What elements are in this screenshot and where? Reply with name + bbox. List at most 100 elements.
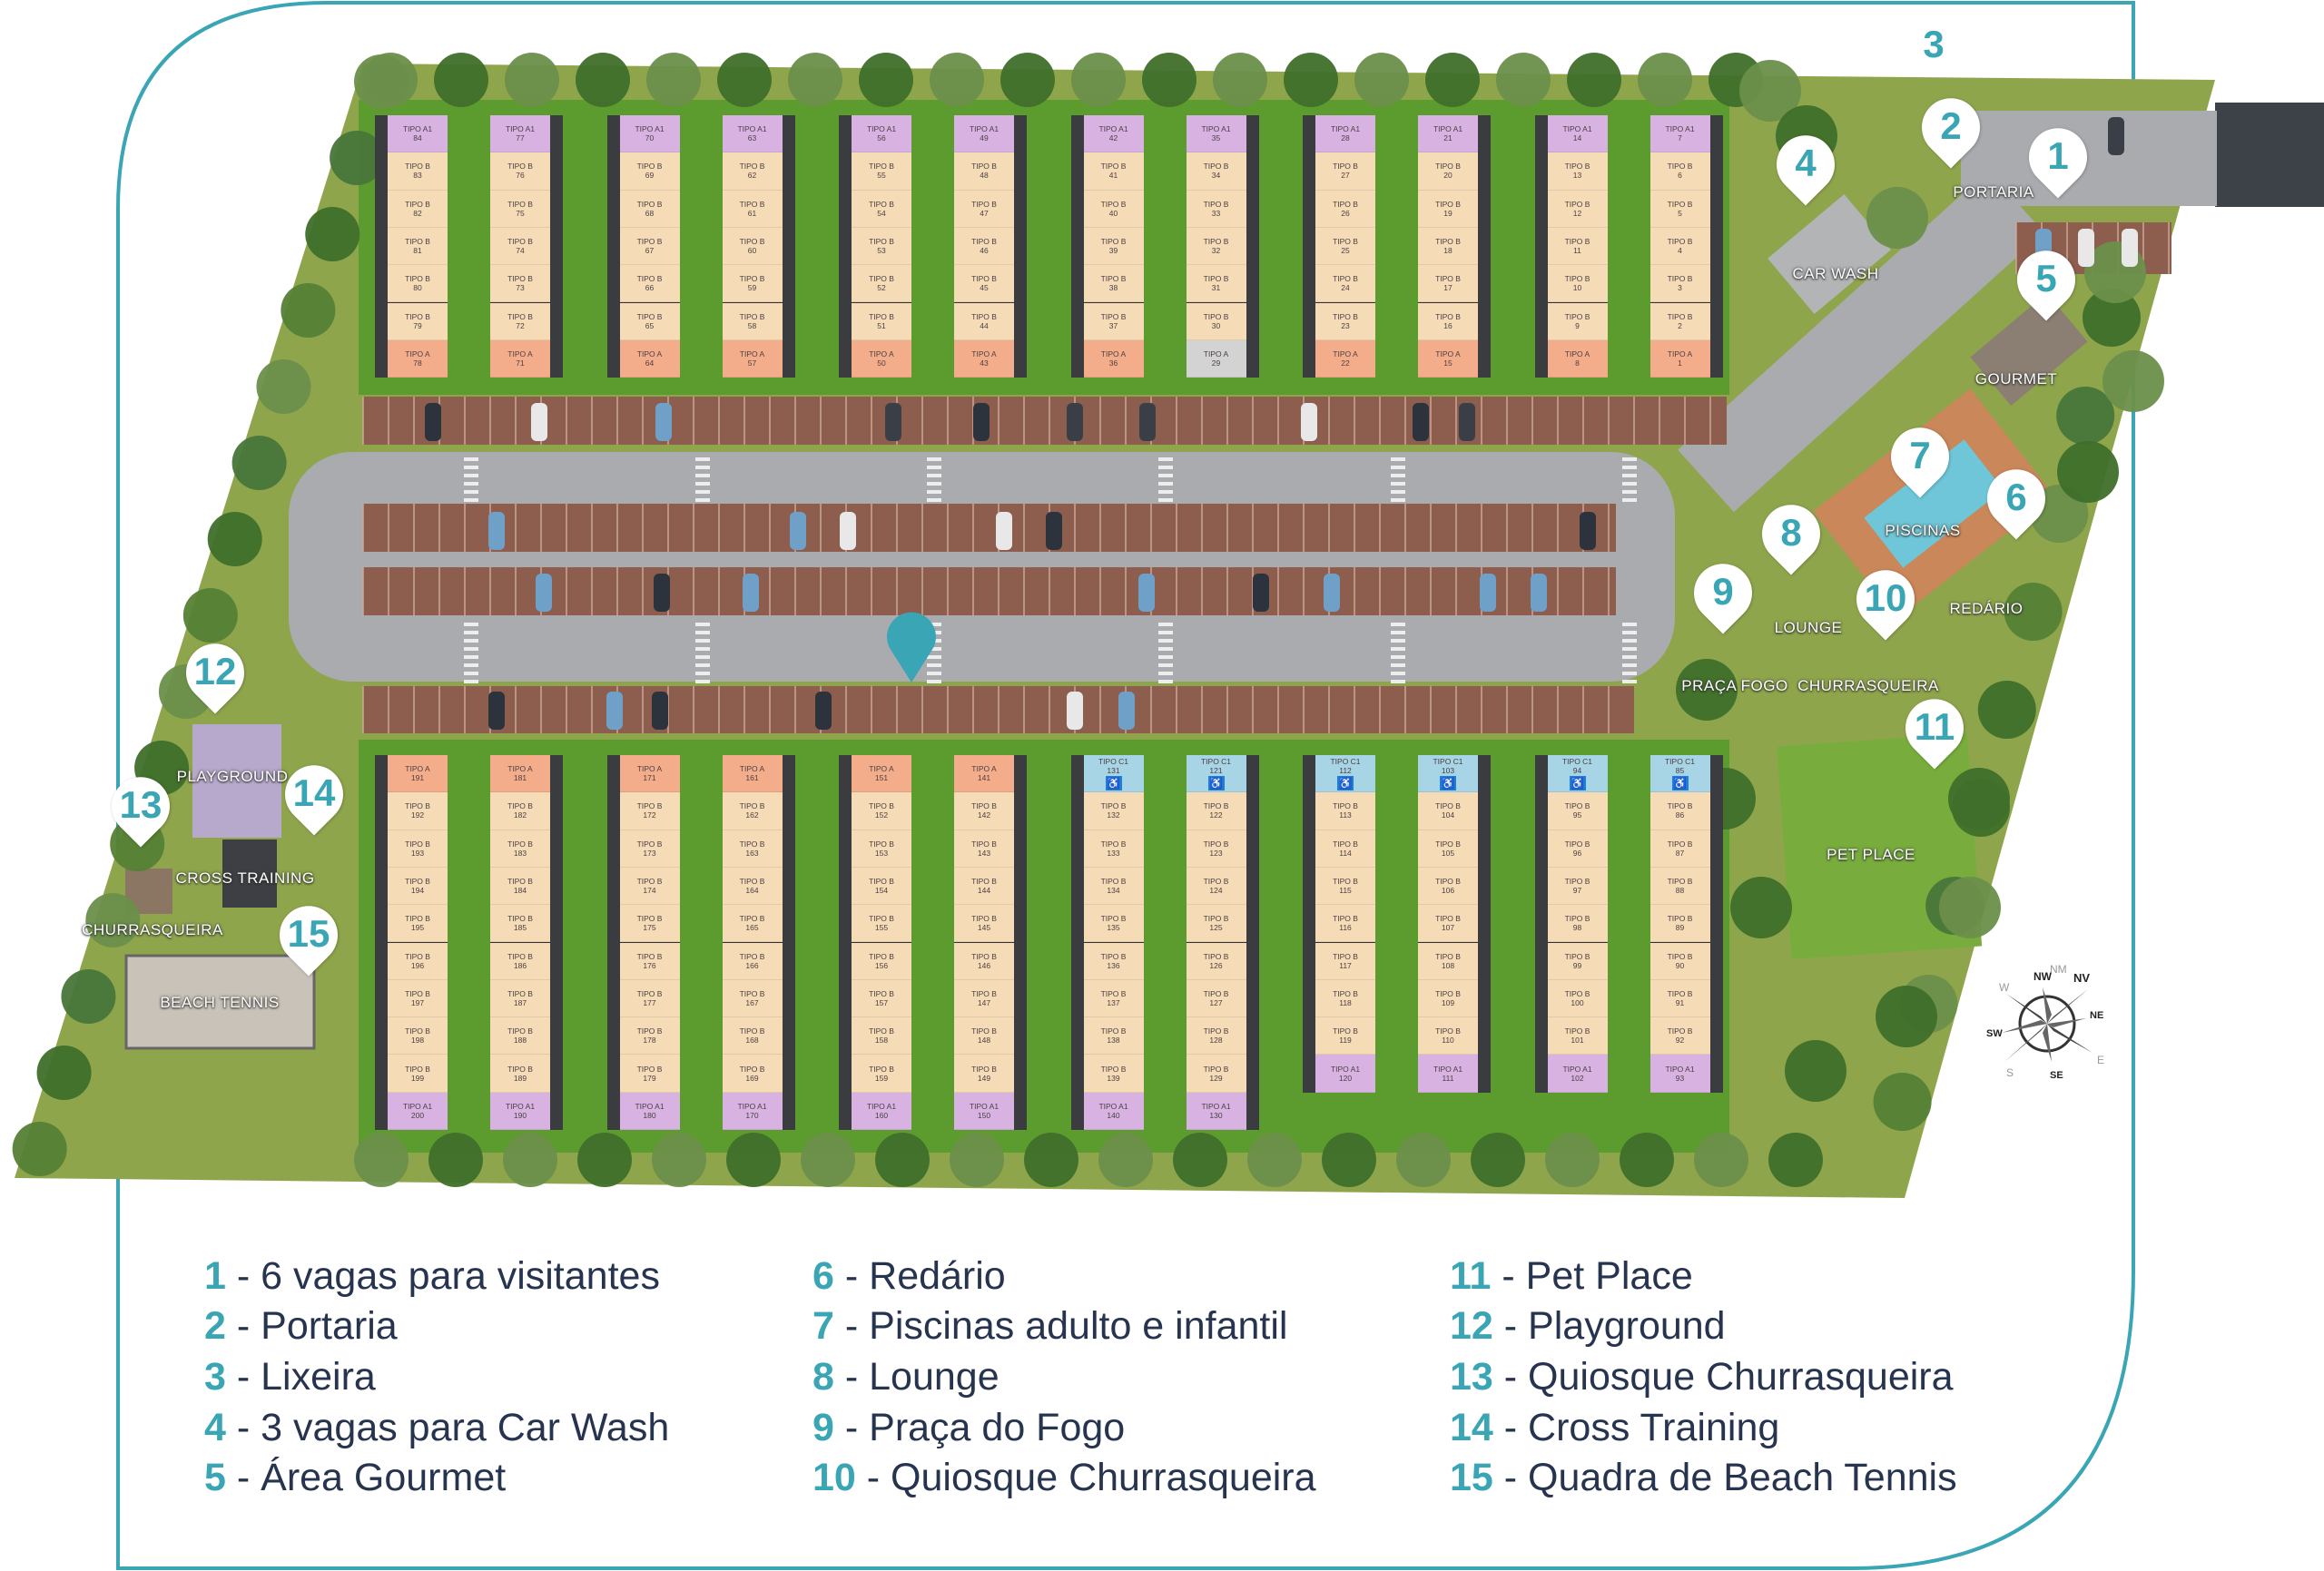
marker-7[interactable]: 7: [1878, 415, 1962, 502]
marker-14[interactable]: 14: [272, 752, 356, 840]
marker-1[interactable]: 1: [2016, 115, 2100, 202]
marker-4[interactable]: 4: [1764, 123, 1847, 210]
marker-10[interactable]: 10: [1844, 557, 1927, 644]
marker-2[interactable]: 2: [1909, 85, 1993, 172]
marker-5[interactable]: 5: [2004, 238, 2088, 325]
